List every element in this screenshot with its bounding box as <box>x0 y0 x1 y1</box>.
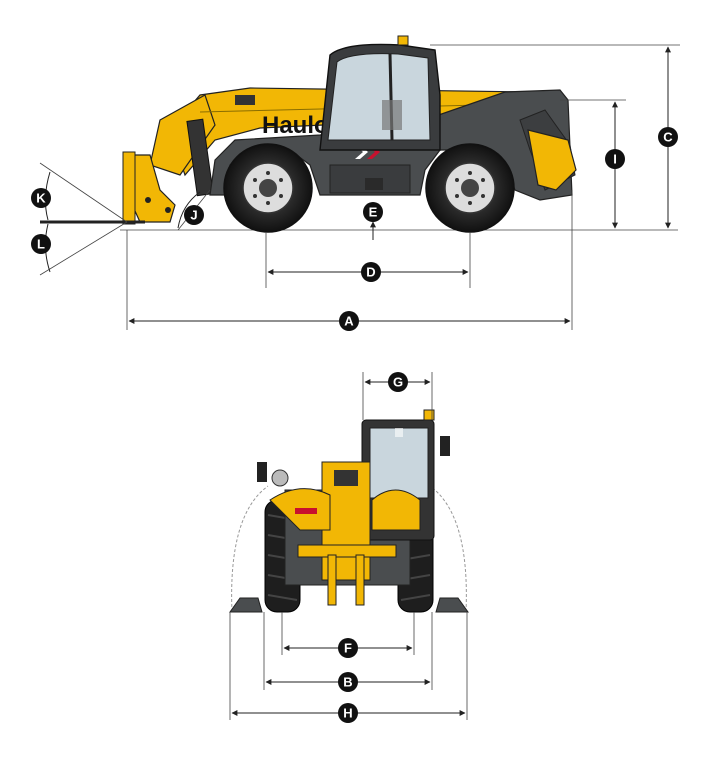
badge-f-label: F <box>344 641 352 656</box>
badge-j-label: J <box>190 208 197 223</box>
dimension-j-arc <box>177 191 201 229</box>
badge-j: J <box>184 205 204 225</box>
beacon-light <box>397 35 409 46</box>
badge-b-label: B <box>343 675 352 690</box>
brand-text: Haulo <box>262 112 329 139</box>
side-view: Haulo <box>39 35 680 330</box>
fork-carriage <box>40 151 176 225</box>
front-wheel <box>223 143 313 233</box>
cab <box>319 35 441 151</box>
badge-l-label: L <box>37 237 45 252</box>
badge-c: C <box>658 127 678 147</box>
badge-d-label: D <box>366 265 375 280</box>
badge-f: F <box>338 638 358 658</box>
badge-e-label: E <box>369 205 378 220</box>
badge-a-label: A <box>344 314 354 329</box>
left-headlight <box>271 469 289 487</box>
badge-e: E <box>363 202 383 222</box>
badge-g-label: G <box>393 375 403 390</box>
right-stabilizer-foot <box>435 597 469 613</box>
badge-i-label: I <box>613 152 617 167</box>
front-beacon-light <box>423 409 435 421</box>
badge-g: G <box>388 372 408 392</box>
badge-a: A <box>339 311 359 331</box>
front-fork-carriage <box>297 544 397 558</box>
right-mirror <box>440 436 450 456</box>
badge-k-label: K <box>36 191 46 206</box>
badge-b: B <box>338 672 358 692</box>
badge-h: H <box>338 703 358 723</box>
front-view <box>229 372 469 720</box>
rear-attachment <box>527 129 577 191</box>
rear-wheel <box>425 143 515 233</box>
left-stabilizer-foot <box>229 597 263 613</box>
badge-c-label: C <box>663 130 673 145</box>
badge-l: L <box>31 234 51 254</box>
badge-i: I <box>605 149 625 169</box>
badge-h-label: H <box>343 706 352 721</box>
badge-d: D <box>361 262 381 282</box>
left-mirror <box>257 462 267 482</box>
badge-k: K <box>31 188 51 208</box>
left-red-light <box>295 508 317 514</box>
